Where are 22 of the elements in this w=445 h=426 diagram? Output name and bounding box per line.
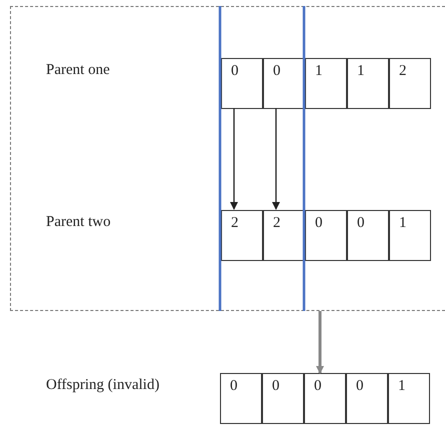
gene-cell: 0 xyxy=(262,373,304,424)
row-label: Parent one xyxy=(46,62,110,79)
gene-cell: 0 xyxy=(346,373,388,424)
gene-cell: 0 xyxy=(304,373,346,424)
gene-cell: 0 xyxy=(221,58,263,109)
gene-cell: 0 xyxy=(305,210,347,261)
gene-cell: 2 xyxy=(389,58,431,109)
gene-cell: 1 xyxy=(305,58,347,109)
arrow xyxy=(316,311,324,374)
gene-cell: 1 xyxy=(389,210,431,261)
gene-cell: 1 xyxy=(388,373,430,424)
gene-cell: 2 xyxy=(221,210,263,261)
gene-cell: 1 xyxy=(347,58,389,109)
arrow xyxy=(230,108,238,210)
arrow xyxy=(272,108,280,210)
row-label: Offspring (invalid) xyxy=(46,377,160,394)
gene-cell: 2 xyxy=(263,210,305,261)
gene-cell: 0 xyxy=(263,58,305,109)
gene-cell: 0 xyxy=(220,373,262,424)
row-label: Parent two xyxy=(46,214,111,231)
gene-cell: 0 xyxy=(347,210,389,261)
dashed-frame xyxy=(10,6,445,311)
